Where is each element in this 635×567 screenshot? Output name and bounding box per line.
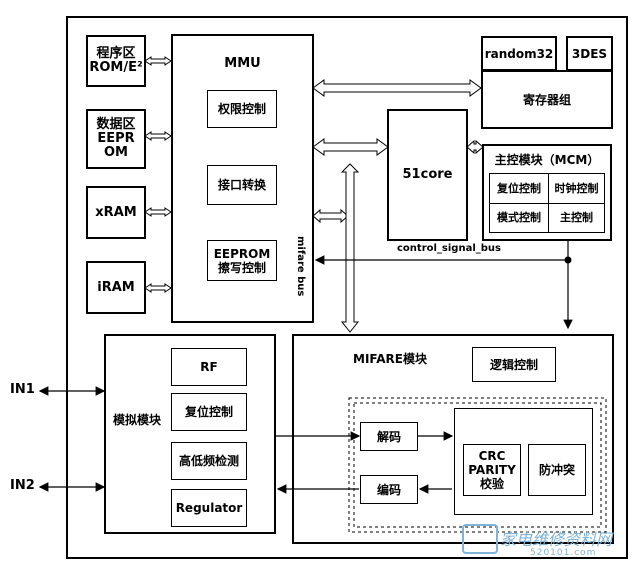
bus-mmu-core-1 [312,138,389,156]
analog-reset-ctrl-block: 复位控制 [171,393,247,431]
eeprom-ctrl-block: EEPROM 擦写控制 [207,240,277,281]
bus-iram-mmu [144,283,172,293]
bus-mmu-core-2 [312,208,349,224]
bus-xram-mmu [144,207,172,217]
register-group-block: 寄存器组 [481,70,613,129]
mcm-mode-ctrl: 模式控制 [489,203,549,233]
data-area-block: 数据区 EEPR OM [86,109,146,169]
mcm-master-ctrl: 主控制 [548,203,605,233]
permission-ctrl-block: 权限控制 [207,90,277,128]
anticollision-block: 防冲突 [528,444,586,496]
in1-label: IN1 [10,382,35,397]
analog-module-title: 模拟模块 [112,413,161,427]
encode-block: 编码 [360,475,418,504]
regulator-block: Regulator [171,489,247,527]
watermark-text: 家电维修资料网 [500,530,613,549]
bus-data-mmu [144,131,172,141]
random32-block: random32 [481,36,557,71]
mifare-module-block [292,334,614,544]
in2-label: IN2 [10,478,35,493]
bus-arrows [144,56,484,333]
rf-block: RF [171,348,247,386]
mifare-bus-label: mifare bus [295,236,306,297]
outer-frame [66,16,628,559]
xram-block: xRAM [86,186,146,239]
mifare-module-title: MIFARE模块 [353,352,427,366]
mcm-reset-ctrl: 复位控制 [489,173,549,204]
des3-block: 3DES [566,36,613,71]
io-arrows [38,386,454,494]
iram-block: iRAM [86,261,146,314]
core-51-block: 51core [387,109,468,241]
decode-block: 解码 [360,422,418,451]
mifare-dashed-inner [353,402,602,528]
watermark-url: 520101.com [530,548,597,558]
hilo-detect-block: 高低频检测 [171,442,247,480]
logic-ctrl-block: 逻辑控制 [472,347,556,382]
mmu-title: MMU [224,56,261,71]
bus-program-mmu [144,56,172,66]
bus-core-register [466,139,484,155]
control-signal-bus-label: control_signal_bus [397,243,501,254]
mifare-dashed-outer [348,397,607,533]
interface-conv-block: 接口转换 [207,165,277,205]
bus-mmu-register [312,79,482,97]
watermark-logo-icon [462,524,498,554]
bus-mifare-vertical [340,163,360,333]
mcm-title: 主控模块（MCM） [494,153,600,167]
crc-parity-block: CRC PARITY 校验 [463,444,521,496]
bus-junction-dot [564,256,572,264]
mcm-clock-ctrl: 时钟控制 [548,173,605,204]
program-area-block: 程序区 ROM/E² [86,35,146,87]
